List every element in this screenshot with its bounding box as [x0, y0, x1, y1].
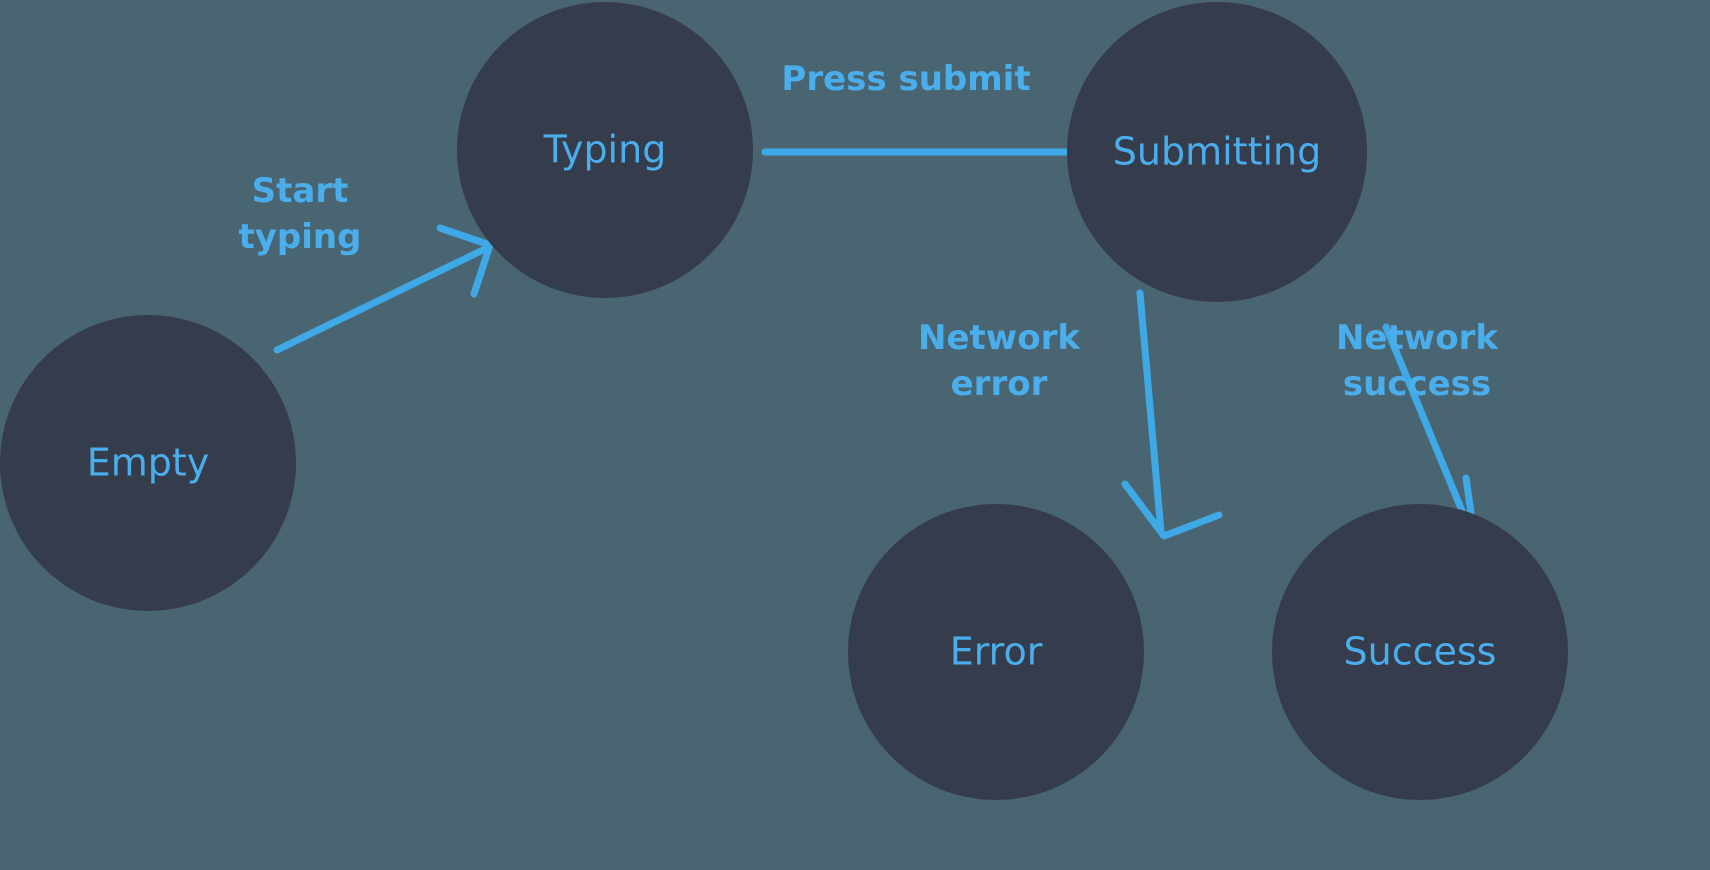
edge-empty-to-typing: [273, 224, 494, 354]
state-node-label: Error: [950, 630, 1043, 674]
state-node-empty[interactable]: Empty: [0, 315, 296, 611]
edge-line: [1382, 323, 1474, 534]
state-node-label: Submitting: [1113, 130, 1321, 174]
edge-label-line: Press submit: [781, 59, 1030, 99]
edge-label-typing-to-submitting: Press submit: [781, 59, 1030, 99]
edge-line: [1136, 289, 1165, 536]
state-node-success[interactable]: Success: [1272, 504, 1568, 800]
state-node-label: Empty: [87, 441, 210, 485]
edge-submitting-to-error: [1121, 289, 1223, 540]
state-node-circle[interactable]: [1067, 2, 1367, 302]
state-node-typing[interactable]: Typing: [457, 2, 753, 298]
state-node-label: Typing: [543, 128, 667, 172]
edge-label-submitting-to-error: Network error: [918, 318, 1081, 404]
edge-label-line: typing: [239, 217, 362, 257]
state-node-label: Success: [1344, 630, 1497, 674]
state-node-circle[interactable]: [848, 504, 1144, 800]
state-node-circle[interactable]: [457, 2, 753, 298]
edge-line: [273, 244, 491, 354]
edges-layer: [273, 116, 1478, 565]
edge-label-line: Network: [1336, 318, 1499, 358]
edge-label-line: success: [1343, 364, 1491, 404]
state-node-circle[interactable]: [1272, 504, 1568, 800]
edge-label-line: Start: [252, 171, 349, 211]
state-node-submitting[interactable]: Submitting: [1067, 2, 1367, 302]
state-node-circle[interactable]: [0, 315, 296, 611]
arrowhead-icon: [1121, 480, 1223, 540]
state-node-error[interactable]: Error: [848, 504, 1144, 800]
edge-label-line: Network: [918, 318, 1081, 358]
arrowhead-icon: [436, 224, 494, 298]
edge-label-submitting-to-success: Network success: [1336, 318, 1499, 404]
edge-label-line: error: [951, 364, 1048, 404]
edge-label-empty-to-typing: Start typing: [239, 171, 362, 257]
